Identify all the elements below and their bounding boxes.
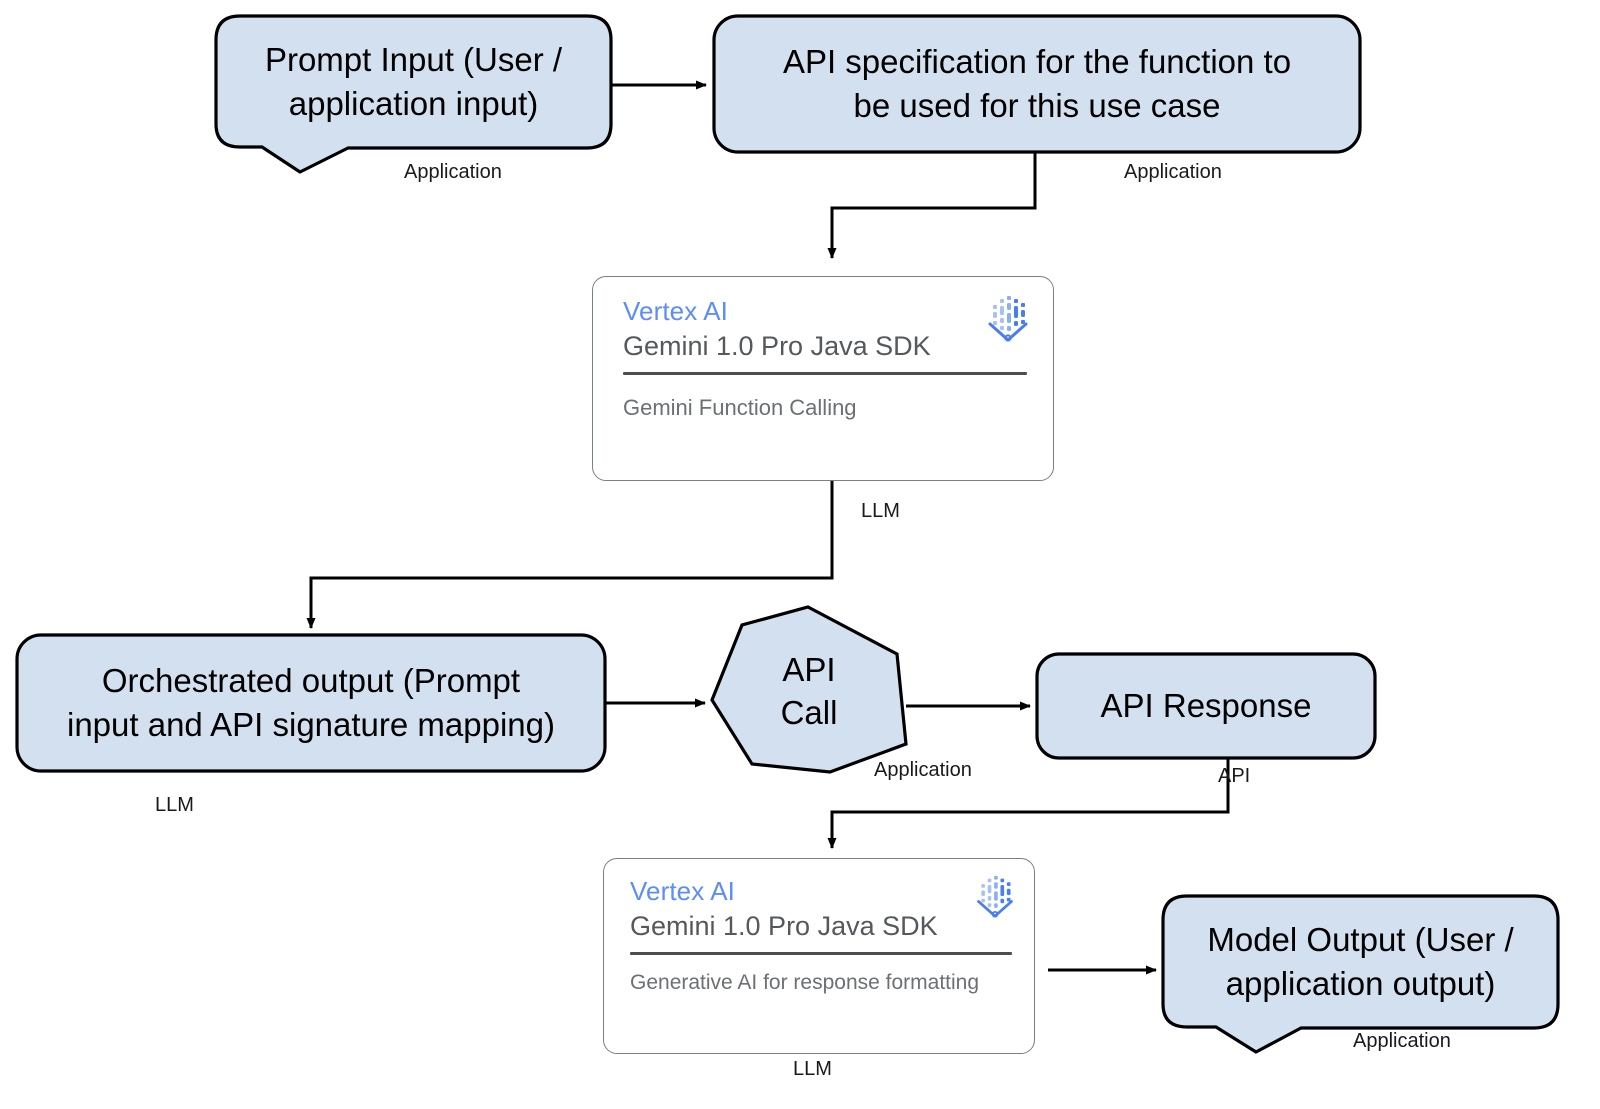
vertex-card-1-caption: Gemini Function Calling	[623, 394, 857, 420]
node-vertex-card-2[interactable]: Vertex AI Gemini 1.0 Pro Java SDK Genera…	[603, 858, 1035, 1054]
annotation-api-response: API	[1218, 765, 1251, 787]
node-vertex-card-1[interactable]: Vertex AI Gemini 1.0 Pro Java SDK Gemini…	[592, 276, 1054, 481]
node-api-call[interactable]	[710, 605, 908, 774]
vertex-card-2-caption: Generative AI for response formatting	[630, 970, 980, 994]
node-orchestrated-output[interactable]	[15, 633, 607, 773]
edge-apiresponse-to-vertex2	[827, 758, 1230, 849]
vertex-card-2-inner: Vertex AI Gemini 1.0 Pro Java SDK Genera…	[604, 859, 1034, 1053]
edge-apispec-to-vertex1	[827, 152, 1037, 259]
annotation-vertex-card-1: LLM	[861, 500, 900, 522]
edge-vertex1-to-orchestrated	[306, 481, 834, 629]
vertex-card-2-subtitle: Gemini 1.0 Pro Java SDK	[630, 910, 938, 941]
annotation-prompt-input: Application	[404, 161, 502, 183]
node-api-spec[interactable]	[712, 14, 1362, 154]
node-prompt-input[interactable]	[214, 14, 613, 174]
annotation-api-spec: Application	[1124, 161, 1222, 183]
node-api-response[interactable]	[1035, 652, 1377, 760]
annotation-vertex-card-2: LLM	[793, 1058, 832, 1080]
vertex-card-1-title: Vertex AI	[623, 296, 728, 326]
vertex-card-1-divider	[623, 371, 1027, 375]
vertex-ai-logo-icon	[988, 296, 1028, 342]
vertex-ai-logo-icon	[977, 875, 1013, 918]
vertex-card-1-subtitle: Gemini 1.0 Pro Java SDK	[623, 330, 931, 361]
annotation-orchestrated-output: LLM	[155, 794, 194, 816]
node-model-output[interactable]	[1161, 894, 1560, 1054]
vertex-card-1-inner: Vertex AI Gemini 1.0 Pro Java SDK Gemini…	[593, 277, 1053, 480]
annotation-model-output: Application	[1353, 1030, 1451, 1052]
annotation-api-call: Application	[874, 759, 972, 781]
vertex-card-2-title: Vertex AI	[630, 876, 735, 906]
vertex-card-2-divider	[630, 951, 1012, 955]
